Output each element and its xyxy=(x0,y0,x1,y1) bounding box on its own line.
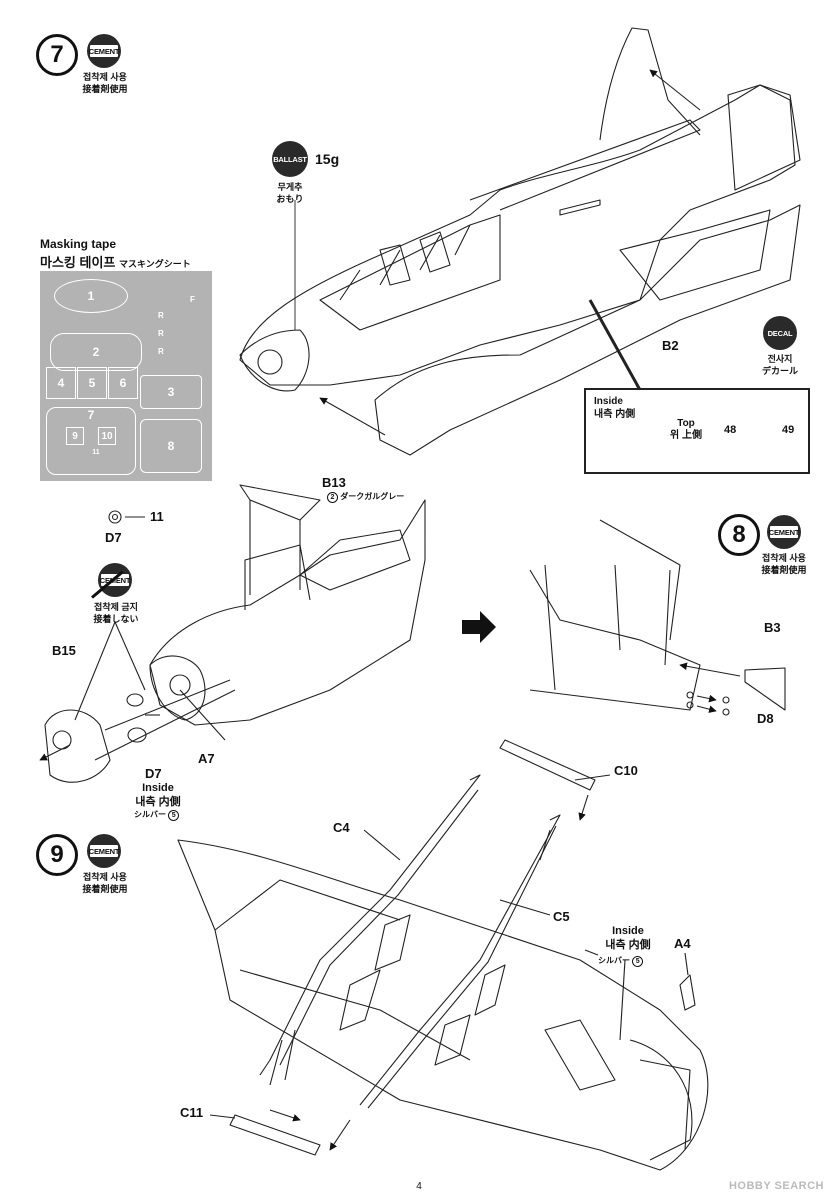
inset-top-ko: 위 xyxy=(670,430,680,441)
part-b2-label: B2 xyxy=(662,338,679,353)
decal-49-label: 49 xyxy=(782,424,795,436)
part-a7-label: A7 xyxy=(198,751,215,766)
part-a4-label: A4 xyxy=(674,936,691,951)
page-number: 4 xyxy=(416,1181,422,1192)
mask-piece-5: 5 xyxy=(77,367,107,399)
masking-title: 마스킹 테이프 マスキングシート xyxy=(40,255,191,270)
step9-color: シルバー 5 xyxy=(598,955,644,967)
ballast-icon: BALLAST xyxy=(272,141,308,177)
mask-piece-2: 2 xyxy=(50,333,142,371)
mask-piece-10: 10 xyxy=(98,427,116,445)
cement-icon-step9: CEMENT xyxy=(87,834,121,868)
masking-title-en: Masking tape xyxy=(40,237,117,251)
masking-tape-sheet: 1 2 3 4 5 6 7 8 9 10 11 R R R F xyxy=(40,271,212,481)
part-c10-label: C10 xyxy=(614,763,638,778)
mask-mark-r1: R xyxy=(158,311,164,320)
mask-piece-6: 6 xyxy=(108,367,138,399)
part-11-label: 11 xyxy=(150,509,164,524)
part-c4-label: C4 xyxy=(333,820,350,835)
inset-inside-ko: 내측 xyxy=(594,409,613,420)
mask-mark-r3: R xyxy=(158,347,164,356)
decal-48-label: 48 xyxy=(724,424,737,436)
part-c11-label: C11 xyxy=(180,1105,204,1120)
decal-icon: DECAL xyxy=(763,316,797,350)
ballast-weight: 15g xyxy=(315,151,340,167)
part-c5-label: C5 xyxy=(553,909,570,924)
part-d7-top-label: D7 xyxy=(105,530,122,545)
mask-mark-f: F xyxy=(190,295,195,304)
mask-piece-1: 1 xyxy=(54,279,128,313)
part-b13-label: B13 xyxy=(322,475,346,490)
d7-inside-note: Inside 내측 内側 xyxy=(135,782,181,808)
mask-mark-r2: R xyxy=(158,329,164,338)
mask-piece-7: 7 xyxy=(46,407,136,475)
part-b15-label: B15 xyxy=(52,643,76,658)
mask-piece-4: 4 xyxy=(46,367,76,399)
cement-icon: CEMENT xyxy=(87,34,121,68)
step9-inside-note: Inside 내측 内側 xyxy=(605,925,651,951)
mask-piece-9: 9 xyxy=(66,427,84,445)
mask-piece-11: 11 xyxy=(92,448,100,456)
inset-top-ja: 上側 xyxy=(681,430,702,441)
inset-top-en: Top xyxy=(677,418,695,429)
inset-inside-en: Inside xyxy=(594,396,623,407)
d7-color: シルバー 5 xyxy=(134,809,180,821)
part-b3-label: B3 xyxy=(764,620,781,635)
cement-icon-step8: CEMENT xyxy=(767,515,801,549)
decal-placement-inset: Inside 내측 内側 Top 위 上側 48 49 xyxy=(584,388,810,474)
inset-inside-ja: 内側 xyxy=(615,409,636,420)
b13-color: 2 ダークガルグレー xyxy=(327,491,404,503)
step-9-number: 9 xyxy=(36,834,78,876)
mask-piece-3: 3 xyxy=(140,375,202,409)
part-d8-label: D8 xyxy=(757,711,774,726)
watermark: HOBBY SEARCH xyxy=(728,1180,824,1192)
step-7-number: 7 xyxy=(36,34,78,76)
mask-piece-8: 8 xyxy=(140,419,202,473)
part-d7-label: D7 xyxy=(145,766,162,781)
step-8-number: 8 xyxy=(718,514,760,556)
